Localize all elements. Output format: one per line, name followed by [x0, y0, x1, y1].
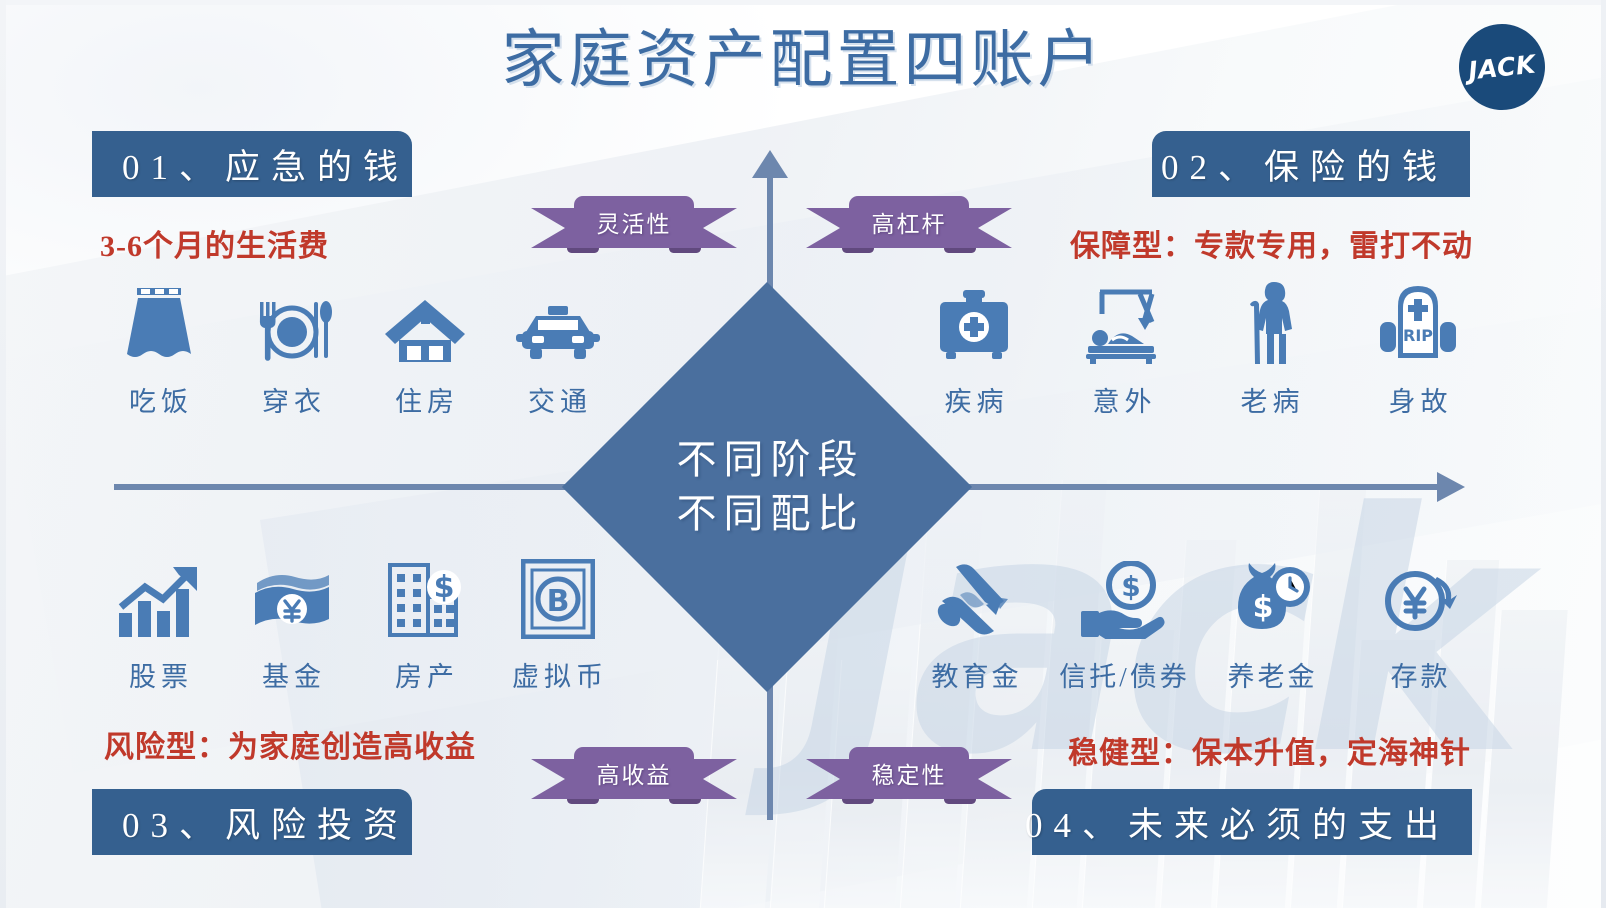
ribbon-shadow-right	[669, 244, 701, 253]
icon-row-insurance: 疾病	[900, 278, 1492, 419]
icon-label: 意外	[1092, 387, 1157, 417]
icon-label: 教育金	[931, 662, 1022, 692]
note-04: 稳健型：保本升值，定海神针	[1068, 737, 1471, 770]
icon-item[interactable]: 基金	[225, 553, 358, 694]
skirt-icon	[125, 278, 193, 364]
ribbon-shadow-right	[944, 795, 976, 804]
icon-row-future-expenses: 教育金 $ 信托/债券	[900, 553, 1492, 694]
note-02: 保障型：专款专用，雷打不动	[1070, 230, 1473, 263]
first-aid-kit-icon	[936, 278, 1012, 364]
icon-label: 存款	[1390, 662, 1451, 692]
icon-item[interactable]: 疾病	[900, 278, 1048, 419]
ribbon-shadow-left	[567, 795, 599, 804]
svg-text:$: $	[433, 570, 454, 605]
vertical-axis-arrow-icon	[752, 150, 788, 178]
icon-label: 住房	[395, 387, 459, 417]
icon-item[interactable]: $ 信托/债券	[1048, 553, 1196, 694]
svg-text:B: B	[546, 584, 569, 619]
ribbon-plate	[849, 196, 969, 248]
center-diamond-label: 不同阶段 不同配比	[622, 342, 912, 632]
icon-item[interactable]: $ 房产	[358, 553, 491, 694]
yuan-refresh-icon	[1379, 553, 1457, 639]
svg-text:RIP: RIP	[1403, 326, 1433, 345]
icon-item[interactable]: $ 养老金	[1196, 553, 1344, 694]
icon-label: 老病	[1240, 387, 1305, 417]
icon-item[interactable]: 交通	[491, 278, 624, 419]
icon-label: 穿衣	[262, 387, 326, 417]
icon-item[interactable]: 吃饭	[92, 278, 225, 419]
icon-row-emergency-fund: 吃饭 穿衣	[92, 278, 624, 419]
section-header-02[interactable]: 02、保险的钱	[1152, 131, 1470, 197]
ribbon-shadow-left	[842, 795, 874, 804]
ribbon-shadow-right	[944, 244, 976, 253]
svg-text:$: $	[1253, 590, 1274, 625]
page-title: 家庭资产配置四账户	[501, 25, 1105, 95]
ribbon-shadow-right	[669, 795, 701, 804]
bitcoin-certificate-icon: B	[520, 553, 595, 639]
ribbon-shadow-left	[567, 244, 599, 253]
hospital-traction-bed-icon	[1078, 278, 1166, 364]
edge-left	[0, 0, 6, 908]
money-bag-clock-icon: $	[1227, 553, 1313, 639]
icon-label: 信托/债券	[1059, 662, 1190, 692]
diploma-scroll-icon	[934, 553, 1014, 639]
icon-item[interactable]: RIP 身故	[1344, 278, 1492, 419]
ribbon-label: 高收益	[596, 763, 672, 788]
ribbon-plate	[849, 747, 969, 799]
icon-label: 股票	[129, 662, 193, 692]
ribbon-plate	[574, 747, 694, 799]
elderly-with-cane-icon	[1240, 278, 1300, 364]
icon-item[interactable]: 穿衣	[225, 278, 358, 419]
ribbon-flexibility: 灵活性	[531, 196, 737, 256]
section-header-03[interactable]: 03、风险投资	[92, 789, 412, 855]
icon-label: 身故	[1388, 387, 1453, 417]
icon-item[interactable]: 股票	[92, 553, 225, 694]
icon-item[interactable]: 存款	[1344, 553, 1492, 694]
ribbon-label: 高杠杆	[871, 212, 947, 237]
ribbon-stability: 稳定性	[806, 747, 1012, 807]
note-01: 3-6个月的生活费	[100, 230, 329, 263]
section-header-04[interactable]: 04、未来必须的支出	[1025, 789, 1472, 855]
building-dollar-icon: $	[386, 553, 464, 639]
ribbon-shadow-left	[842, 244, 874, 253]
icon-label: 疾病	[944, 387, 1009, 417]
edge-top	[0, 0, 1606, 5]
svg-text:$: $	[1121, 570, 1140, 603]
ribbon-label: 稳定性	[871, 763, 947, 788]
icon-item[interactable]: 意外	[1048, 278, 1196, 419]
growth-bar-chart-icon	[117, 553, 201, 639]
yuan-banknotes-icon	[249, 553, 335, 639]
ribbon-label: 灵活性	[596, 212, 672, 237]
icon-row-risk-investment: 股票 基金	[92, 553, 624, 694]
tombstone-rip-icon: RIP	[1378, 278, 1458, 364]
icon-label: 养老金	[1227, 662, 1318, 692]
house-icon	[383, 278, 467, 364]
taxi-icon	[515, 278, 600, 364]
icon-label: 房产	[395, 662, 459, 692]
section-header-01[interactable]: 01、应急的钱	[92, 131, 412, 197]
icon-item[interactable]: B 虚拟币	[491, 553, 624, 694]
icon-label: 基金	[262, 662, 326, 692]
note-03: 风险型：为家庭创造高收益	[104, 731, 476, 764]
icon-item[interactable]: 教育金	[900, 553, 1048, 694]
icon-label: 虚拟币	[512, 662, 608, 692]
icon-item[interactable]: 老病	[1196, 278, 1344, 419]
icon-label: 吃饭	[129, 387, 193, 417]
icon-item[interactable]: 住房	[358, 278, 491, 419]
ribbon-plate	[574, 196, 694, 248]
ribbon-high-return: 高收益	[531, 747, 737, 807]
edge-right	[1601, 0, 1606, 908]
horizontal-axis-arrow-icon	[1437, 472, 1465, 502]
center-line-1: 不同阶段	[676, 437, 865, 482]
hand-dollar-coin-icon: $	[1079, 553, 1165, 639]
ribbon-high-leverage: 高杠杆	[806, 196, 1012, 256]
plate-cutlery-icon	[250, 278, 334, 364]
center-line-2: 不同配比	[676, 491, 865, 536]
icon-label: 交通	[528, 387, 592, 417]
